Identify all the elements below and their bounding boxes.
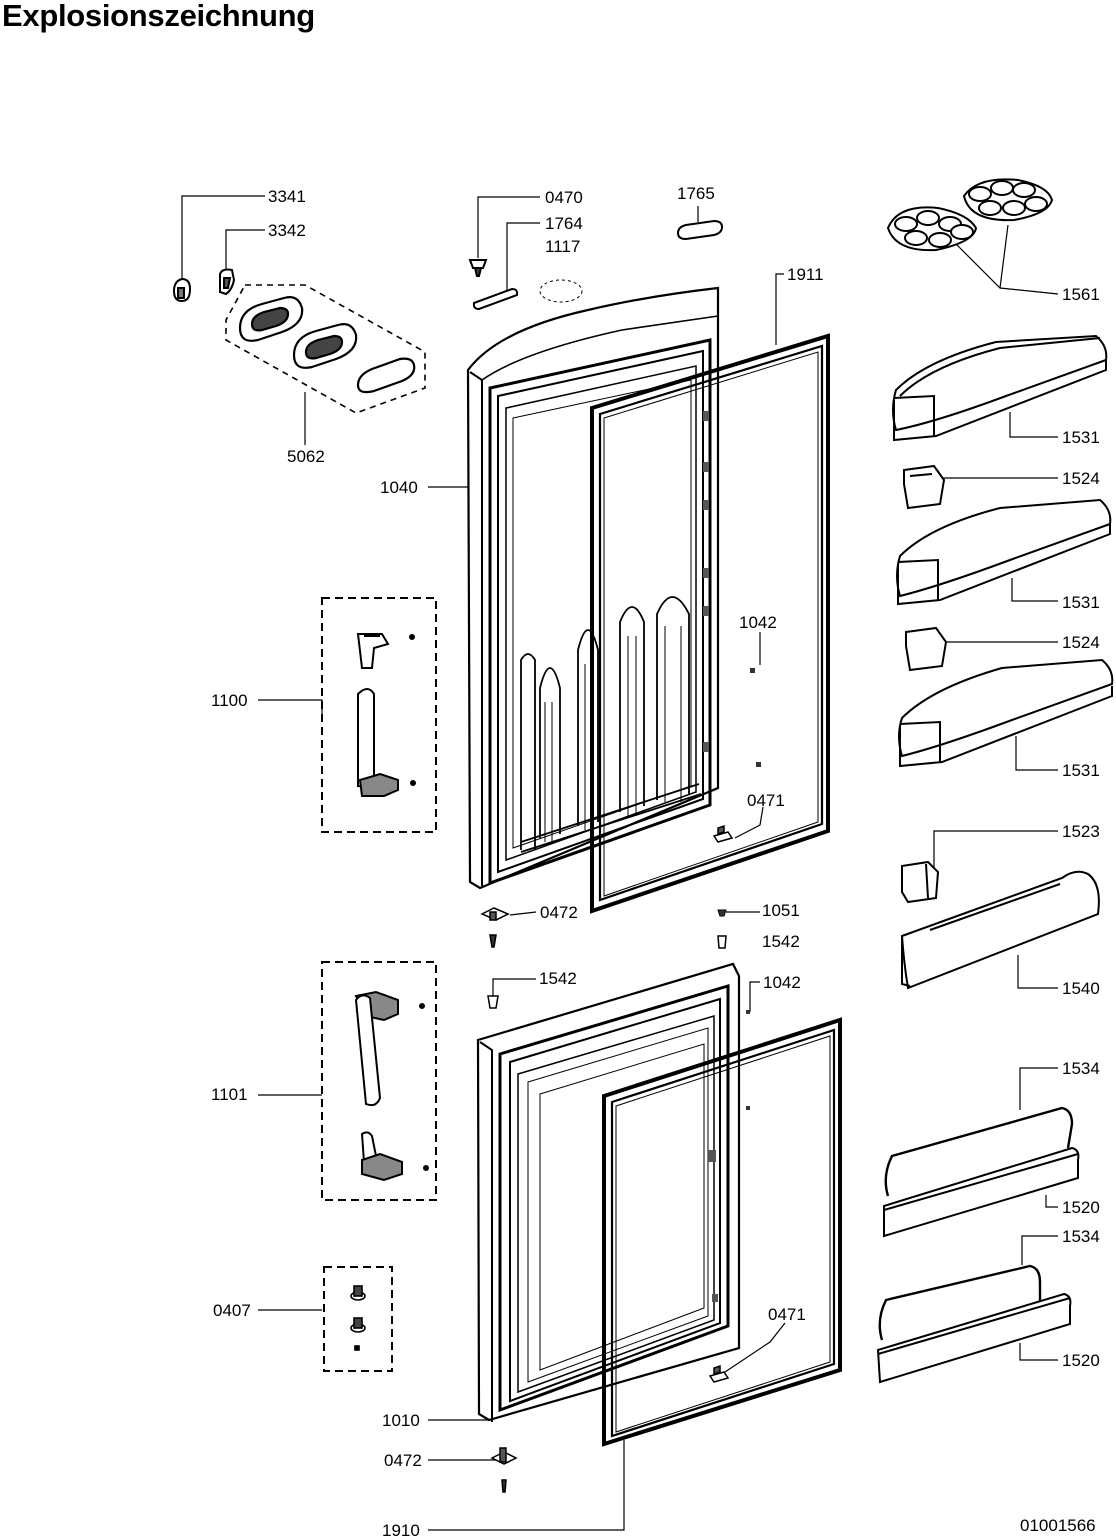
label-1561: 1561	[1062, 285, 1100, 304]
screw-1051	[717, 909, 727, 917]
label-1542-right: 1542	[762, 932, 800, 951]
hinge-pin-0472-lower	[490, 1447, 518, 1493]
bar-1520-top	[883, 1146, 1080, 1238]
page-title: Explosionszeichnung	[2, 0, 315, 33]
feet-set-0407	[323, 1266, 393, 1372]
lower-door-1010	[476, 962, 741, 1422]
label-1910: 1910	[382, 1521, 420, 1539]
door-shelf-1531-bottom	[898, 658, 1114, 768]
label-3341: 3341	[268, 187, 306, 206]
label-1542-left: 1542	[539, 969, 577, 988]
label-0407: 0407	[213, 1301, 251, 1320]
document-number: 01001566	[1020, 1516, 1096, 1535]
label-1520-top: 1520	[1062, 1198, 1100, 1217]
part-number-labels: 3341 3342 5062 0470 1764 1117 1765 1911 …	[211, 184, 1100, 1539]
egg-trays-1561	[886, 178, 1054, 252]
label-1911: 1911	[787, 265, 824, 284]
label-0472-lower: 0472	[384, 1451, 422, 1470]
label-1042-upper: 1042	[739, 613, 777, 632]
pin-1042-lower	[746, 1010, 750, 1110]
hinge-cap-1764	[472, 287, 519, 311]
cover-1765	[676, 219, 724, 241]
handle-set-1100	[321, 597, 437, 833]
label-1765: 1765	[677, 184, 715, 203]
label-1523: 1523	[1062, 822, 1100, 841]
label-1531-top: 1531	[1062, 428, 1100, 447]
door-shelf-1531-middle	[896, 498, 1112, 606]
label-1117: 1117	[545, 237, 580, 256]
label-1040: 1040	[380, 478, 418, 497]
label-1540: 1540	[1062, 979, 1100, 998]
screw-0470	[468, 259, 488, 277]
hinge-cover-set-5062	[225, 284, 426, 414]
hinge-pin-0471-lower	[708, 1364, 730, 1383]
label-3342: 3342	[268, 221, 306, 240]
label-1524-top: 1524	[1062, 469, 1100, 488]
lower-gasket-1910	[602, 1017, 842, 1447]
label-1101: 1101	[211, 1085, 248, 1104]
handle-set-1101	[321, 961, 437, 1201]
label-1042-lower: 1042	[763, 973, 801, 992]
label-0471-lower: 0471	[768, 1305, 806, 1324]
label-1531-middle: 1531	[1062, 593, 1100, 612]
label-5062: 5062	[287, 447, 325, 466]
cap-1117	[539, 279, 583, 303]
bushing-1542	[487, 935, 727, 1009]
bar-1520-bottom	[876, 1292, 1072, 1384]
label-1051: 1051	[762, 901, 800, 920]
label-1534-bottom: 1534	[1062, 1227, 1100, 1246]
label-1100: 1100	[211, 691, 248, 710]
label-1520-bottom: 1520	[1062, 1351, 1100, 1370]
label-0470: 0470	[545, 188, 583, 207]
label-1534-top: 1534	[1062, 1059, 1100, 1078]
clip-1523	[901, 860, 940, 904]
shelf-holder-1524-bottom	[905, 626, 948, 672]
label-1764: 1764	[545, 214, 583, 233]
hinge-pin-0471-upper	[712, 824, 734, 843]
label-0472-upper: 0472	[540, 903, 578, 922]
bottle-shelf-1540	[900, 870, 1100, 990]
door-stop-part-3341	[172, 277, 192, 303]
label-1524-bottom: 1524	[1062, 633, 1100, 652]
rail-1534-top	[884, 1106, 1074, 1197]
pin-1042-upper	[750, 668, 761, 767]
shelf-holder-1524-top	[903, 464, 946, 510]
label-1010: 1010	[382, 1411, 420, 1430]
leader-lines	[181, 195, 1059, 1531]
door-shelf-1531-top	[892, 334, 1108, 442]
rail-1534-bottom	[878, 1264, 1042, 1341]
label-1531-bottom: 1531	[1062, 761, 1100, 780]
hinge-pin-0472-upper	[480, 907, 510, 948]
label-0471-upper: 0471	[747, 791, 785, 810]
upper-gasket-1911	[590, 333, 830, 914]
door-stop-part-3342	[219, 268, 236, 296]
